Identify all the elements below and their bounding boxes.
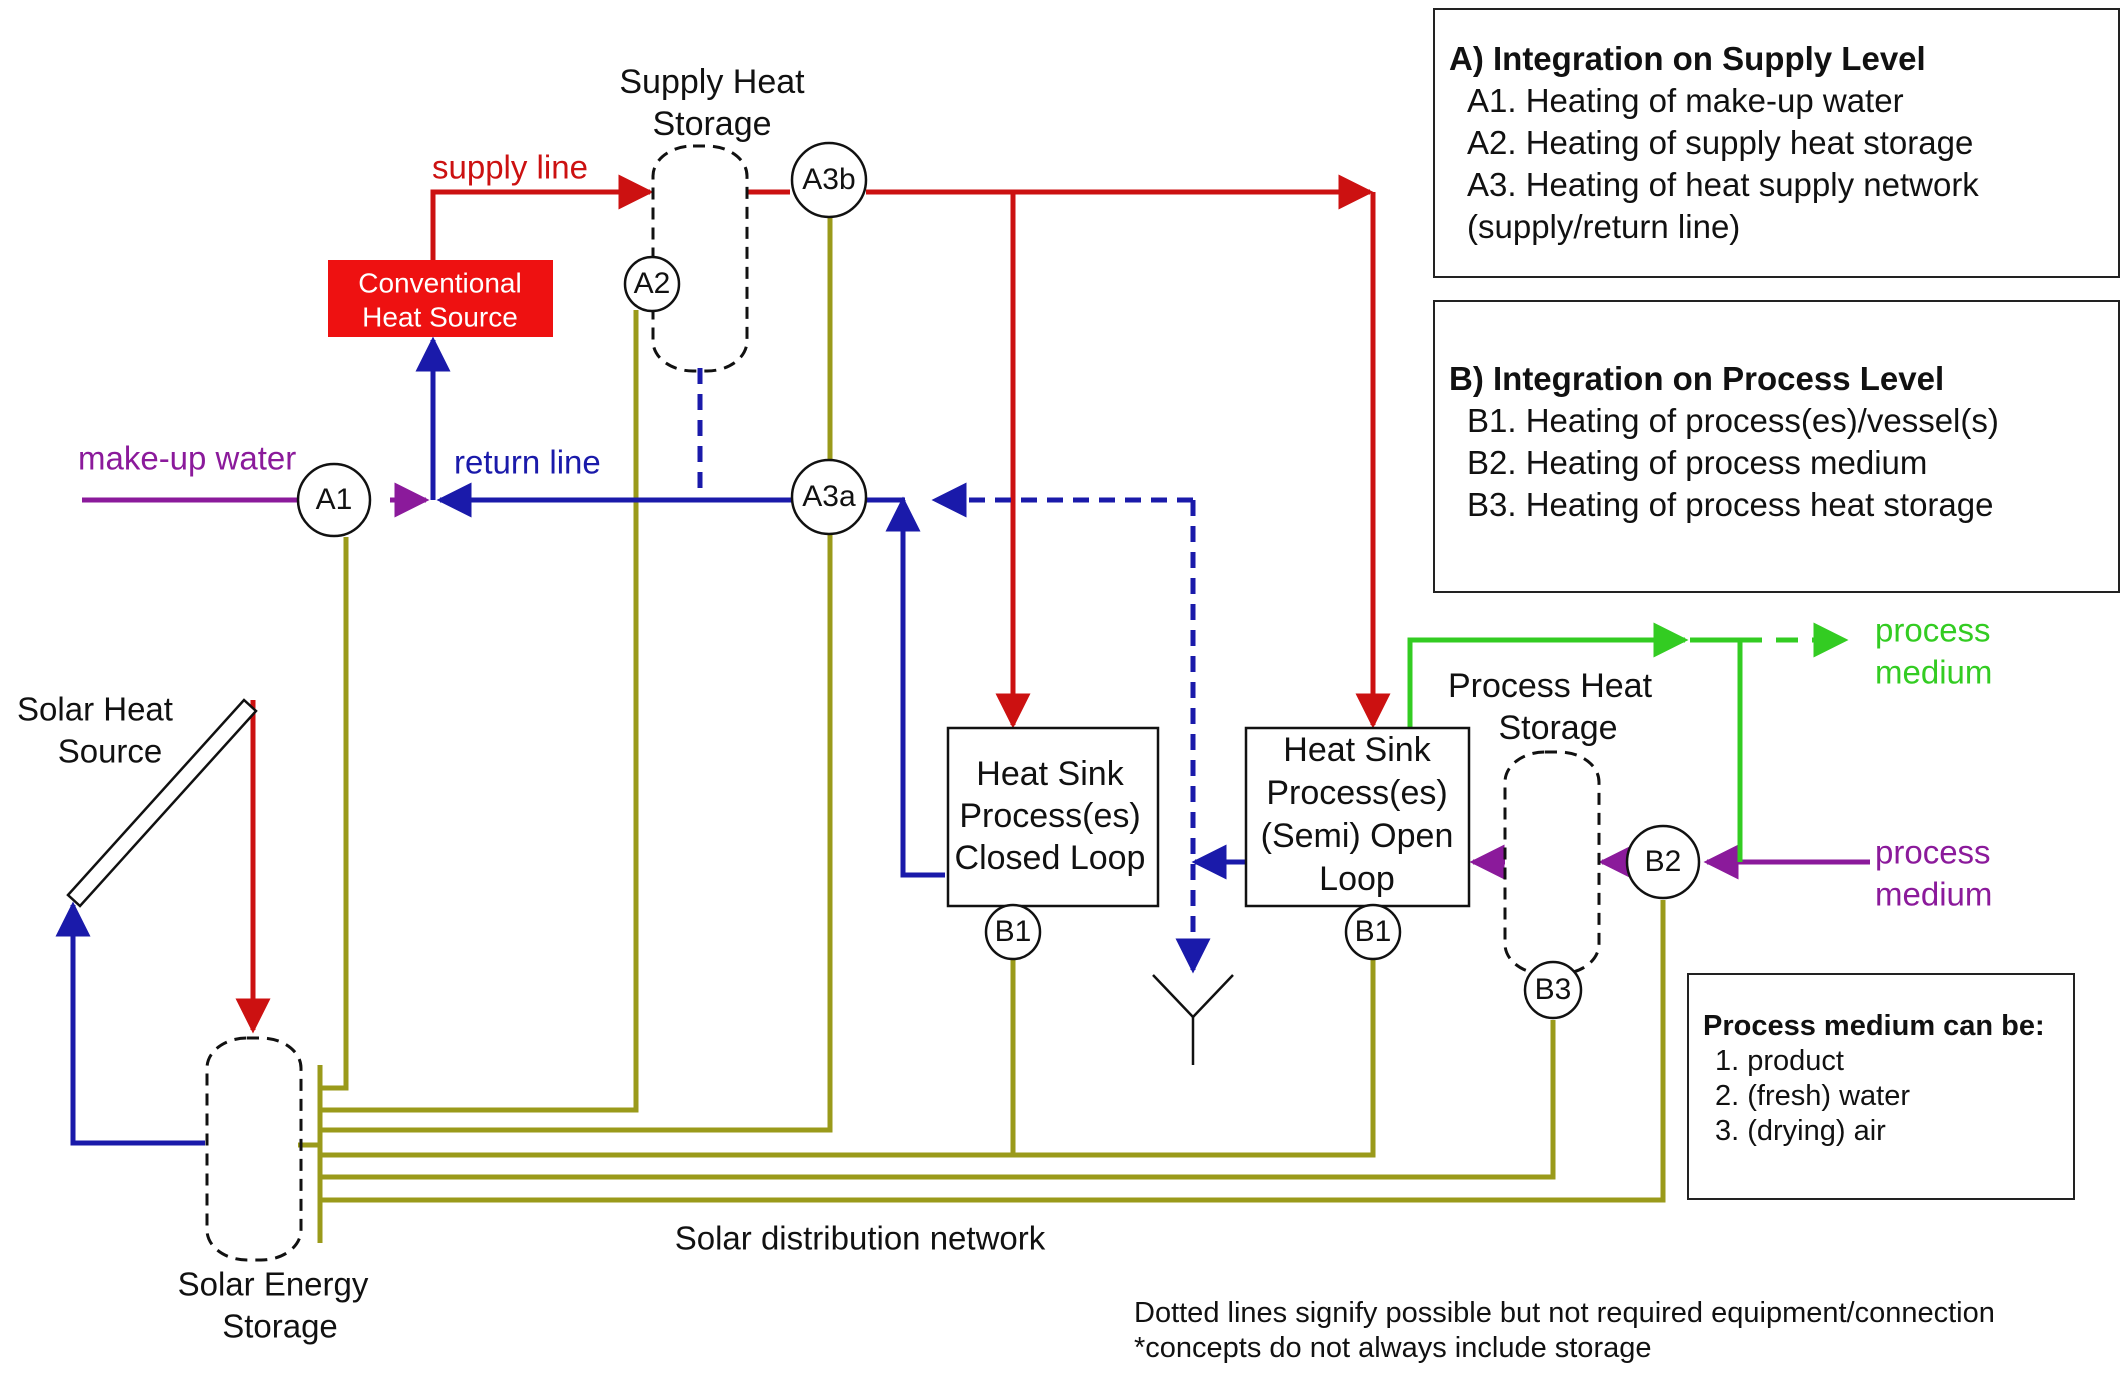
node-a3a-label: A3a [802, 480, 856, 513]
process-medium-lines [1407, 622, 1849, 862]
heat-sink-closed-box [946, 726, 1160, 908]
legend-process-level: B) Integration on Process Level B1. Heat… [1433, 300, 2120, 593]
legend-process-item-3: B3. Heating of process heat storage [1467, 486, 1994, 523]
solar-heat-source-label-1: Solar Heat [17, 691, 173, 728]
legend-supply-level-title: A) Integration on Supply Level [1449, 40, 1926, 77]
conventional-heat-source-box [328, 260, 553, 337]
heat-sink-open-line3: (Semi) Open [1261, 817, 1454, 855]
legend-supply-item-2: A2. Heating of supply heat storage [1467, 124, 1974, 161]
heat-sink-closed-line2: Process(es) [959, 797, 1140, 835]
node-a3b-label: A3b [802, 163, 855, 196]
supply-heat-storage-label-1: Supply Heat [619, 63, 805, 101]
makeup-water-label: make-up water [78, 440, 296, 477]
process-medium-out-label-2: medium [1875, 654, 1992, 691]
legend-process-item-1: B1. Heating of process(es)/vessel(s) [1467, 402, 1999, 439]
solar-energy-storage-label-2: Storage [222, 1308, 338, 1345]
makeup-lines [82, 482, 1870, 880]
process-heat-storage-label-1: Process Heat [1448, 667, 1653, 705]
drain-icon [1152, 974, 1234, 1065]
node-a3a: A3a [790, 458, 868, 536]
supply-lines [235, 174, 1391, 1034]
heat-sink-open-line4: Loop [1319, 860, 1395, 898]
supply-heat-storage-label-2: Storage [652, 105, 771, 143]
node-a1: A1 [296, 462, 372, 538]
process-medium-out-label-1: process [1875, 612, 1991, 649]
legend-supply-item-3: A3. Heating of heat supply network [1467, 166, 1979, 203]
process-heat-storage-tank [1503, 750, 1601, 976]
legend-medium-item-2: 2. (fresh) water [1715, 1080, 1910, 1112]
process-medium-in-label-1: process [1875, 834, 1991, 871]
legend-process-level-title: B) Integration on Process Level [1449, 360, 1945, 397]
solar-energy-storage-label-1: Solar Energy [178, 1266, 369, 1303]
node-b2: B2 [1625, 824, 1701, 900]
footnote-storage: *concepts do not always include storage [1134, 1332, 1652, 1364]
legend-supply-item-4: (supply/return line) [1467, 208, 1741, 245]
supply-heat-storage-tank [651, 144, 749, 373]
legend-supply-level: A) Integration on Supply Level A1. Heati… [1433, 8, 2120, 278]
node-a2-label: A2 [634, 267, 671, 300]
node-b1-open-label: B1 [1355, 915, 1392, 948]
legend-medium-item-1: 1. product [1715, 1045, 1844, 1077]
heat-sink-open-line1: Heat Sink [1283, 731, 1431, 769]
solar-energy-storage-tank [205, 1036, 303, 1262]
footnotes: Dotted lines signify possible but not re… [1134, 1296, 1995, 1366]
node-b2-label: B2 [1645, 845, 1682, 878]
solar-distribution-network-label: Solar distribution network [675, 1220, 1046, 1257]
node-b1-open: B1 [1344, 903, 1402, 961]
solar-distribution-lines [298, 216, 1666, 1243]
node-b1-closed-label: B1 [995, 915, 1032, 948]
heat-sink-open-line2: Process(es) [1266, 774, 1447, 812]
return-lines [55, 336, 1245, 1146]
conventional-heat-source-line1: Conventional [358, 267, 521, 298]
solar-heat-source-label-2: Source [58, 733, 163, 770]
conventional-heat-source-line2: Heat Source [362, 301, 518, 332]
process-medium-in-label-2: medium [1875, 876, 1992, 913]
heat-sink-open-box [1244, 726, 1471, 908]
node-b3-label: B3 [1535, 973, 1572, 1006]
node-a2: A2 [623, 255, 681, 313]
node-b1-closed: B1 [984, 903, 1042, 961]
legend-process-item-2: B2. Heating of process medium [1467, 444, 1928, 481]
node-a1-label: A1 [316, 483, 353, 516]
process-heat-storage-label-2: Storage [1498, 709, 1617, 747]
legend-medium-item-3: 3. (drying) air [1715, 1115, 1886, 1147]
legend-process-medium-title: Process medium can be: [1703, 1010, 2045, 1042]
footnote-dotted-lines: Dotted lines signify possible but not re… [1134, 1297, 1995, 1329]
solar-collector [66, 698, 258, 908]
return-line-label: return line [454, 444, 601, 481]
legend-supply-item-1: A1. Heating of make-up water [1467, 82, 1904, 119]
heat-sink-closed-line3: Closed Loop [955, 839, 1146, 877]
node-a3b: A3b [790, 141, 868, 219]
supply-line-label: supply line [432, 149, 588, 186]
legend-process-medium: Process medium can be: 1. product 2. (fr… [1687, 973, 2075, 1200]
node-b3: B3 [1523, 960, 1583, 1020]
heat-sink-closed-line1: Heat Sink [976, 755, 1124, 793]
